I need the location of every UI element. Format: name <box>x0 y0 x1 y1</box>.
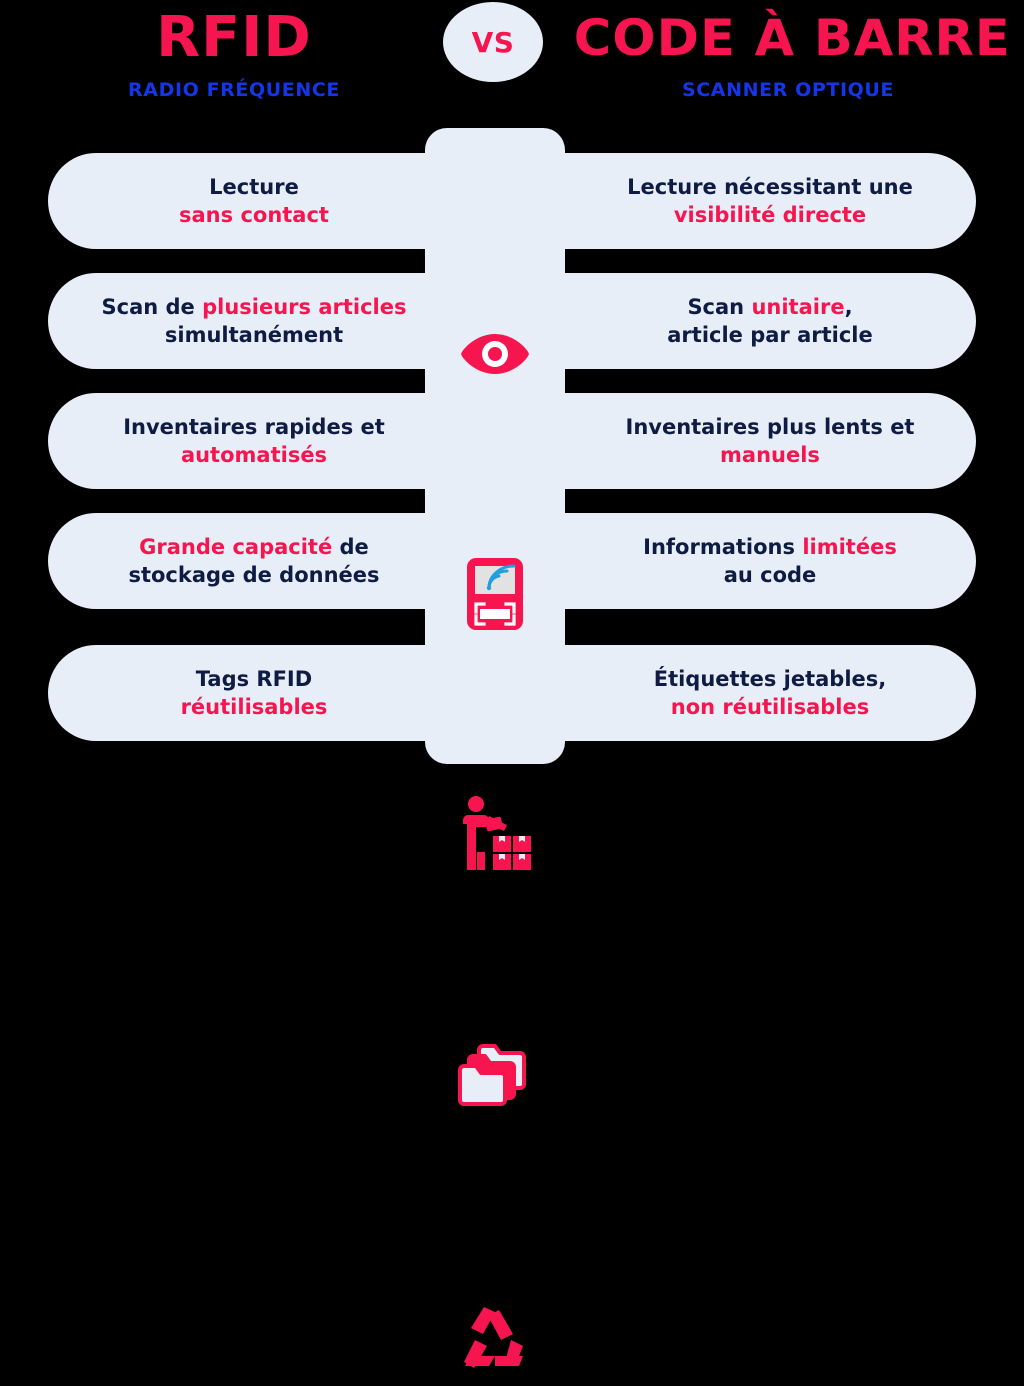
rfid-subtitle: RADIO FRÉQUENCE <box>128 79 340 101</box>
rfid-feature-cell: Scan de plusieurs articles simultanément <box>48 273 460 369</box>
header: RFID RADIO FRÉQUENCE VS CODE À BARRE SCA… <box>0 0 1024 128</box>
comparison-row: Grande capacité de stockage de données <box>0 513 1024 1106</box>
rfid-handheld-scanner-icon <box>445 546 545 642</box>
barcode-feature-text: Inventaires plus lents et manuels <box>626 413 915 469</box>
line-text-highlight: sans contact <box>179 203 329 227</box>
header-left-column: RFID RADIO FRÉQUENCE <box>32 6 436 102</box>
line-text: Tags RFID <box>195 667 313 691</box>
barcode-feature-cell: Scan unitaire, article par article <box>564 273 976 369</box>
line-text: stockage de données <box>128 563 380 587</box>
line-text: de <box>332 535 369 559</box>
vs-badge: VS <box>443 2 543 82</box>
barcode-feature-cell: Lecture nécessitant une visibilité direc… <box>564 153 976 249</box>
line-text: Scan <box>687 295 752 319</box>
center-icon-panel <box>425 128 565 764</box>
line-text-highlight: visibilité directe <box>673 203 867 227</box>
rfid-feature-text: Lecture sans contact <box>179 173 329 229</box>
barcode-feature-text: Étiquettes jetables, non réutilisables <box>654 665 887 721</box>
rfid-feature-cell: Tags RFID réutilisables <box>48 645 460 741</box>
barcode-feature-cell: Informations limitées au code <box>564 513 976 609</box>
rfid-feature-cell: Grande capacité de stockage de données <box>48 513 460 609</box>
barcode-feature-text: Lecture nécessitant une visibilité direc… <box>627 173 913 229</box>
barcode-subtitle: SCANNER OPTIQUE <box>681 79 895 101</box>
line-text: simultanément <box>164 323 344 347</box>
comparison-row: Inventaires rapides et automatisés <box>0 393 1024 870</box>
line-text-highlight: réutilisables <box>180 695 328 719</box>
line-text: Lecture nécessitant une <box>627 175 913 199</box>
line-text-highlight: manuels <box>720 443 820 467</box>
vs-label: VS <box>471 25 515 59</box>
comparison-row: Scan de plusieurs articles simultanément <box>0 273 1024 630</box>
comparison-row: Lecture sans contact Lecture nécessitant… <box>0 153 1024 374</box>
barcode-title: CODE À BARRE <box>573 9 1011 67</box>
line-text: Lecture <box>209 175 299 199</box>
line-text: , <box>844 295 853 319</box>
barcode-feature-text: Scan unitaire, article par article <box>667 293 873 349</box>
line-text: Inventaires rapides et <box>123 415 385 439</box>
eye-icon <box>445 306 545 402</box>
line-text: au code <box>723 563 817 587</box>
recycle-icon <box>445 1290 545 1386</box>
rfid-feature-cell: Inventaires rapides et automatisés <box>48 393 460 489</box>
barcode-feature-cell: Inventaires plus lents et manuels <box>564 393 976 489</box>
barcode-feature-text: Informations limitées au code <box>643 533 897 589</box>
line-text-highlight: unitaire <box>751 295 845 319</box>
rfid-feature-text: Tags RFID réutilisables <box>181 665 328 721</box>
barcode-feature-cell: Étiquettes jetables, non réutilisables <box>564 645 976 741</box>
comparison-rows: Lecture sans contact Lecture nécessitant… <box>0 153 1024 1368</box>
line-text-highlight: plusieurs articles <box>202 295 407 319</box>
rfid-feature-text: Inventaires rapides et automatisés <box>123 413 385 469</box>
line-text: Scan de <box>101 295 203 319</box>
line-text: Inventaires plus lents et <box>625 415 915 439</box>
rfid-feature-text: Scan de plusieurs articles simultanément <box>102 293 407 349</box>
line-text-highlight: limitées <box>802 535 897 559</box>
line-text: Informations <box>643 535 803 559</box>
folders-stack-icon <box>445 1026 545 1122</box>
line-text-highlight: non réutilisables <box>670 695 870 719</box>
line-text-highlight: Grande capacité <box>139 535 333 559</box>
comparison-row: Tags RFID réutilisables <box>0 645 1024 1368</box>
line-text: Étiquettes jetables, <box>653 667 887 691</box>
inventory-worker-boxes-icon <box>445 786 545 882</box>
header-right-column: CODE À BARRE SCANNER OPTIQUE <box>574 6 1010 102</box>
rfid-title: RFID <box>156 5 312 70</box>
line-text-highlight: automatisés <box>180 443 328 467</box>
rfid-feature-text: Grande capacité de stockage de données <box>128 533 379 589</box>
rfid-feature-cell: Lecture sans contact <box>48 153 460 249</box>
line-text: article par article <box>667 323 873 347</box>
